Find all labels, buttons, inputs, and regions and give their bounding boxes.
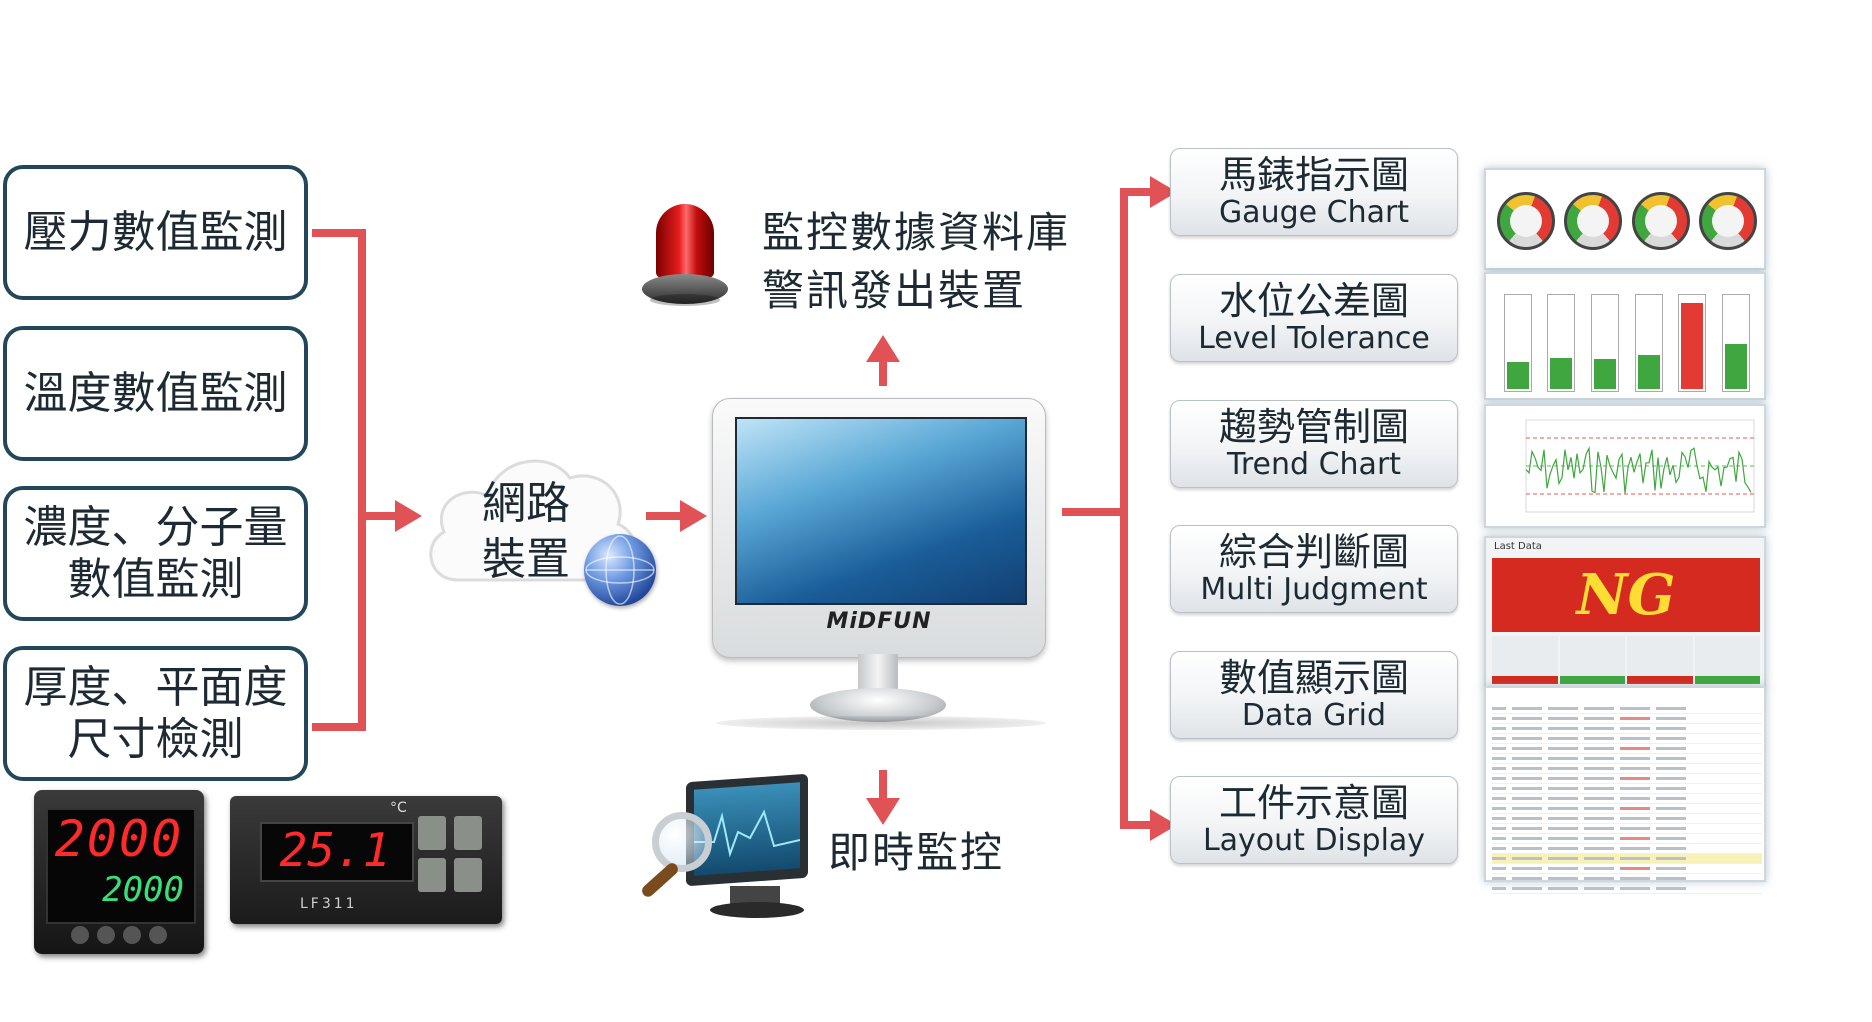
controller-display: 25.1	[279, 823, 391, 877]
monitor-base	[810, 688, 946, 722]
gauge-dial-icon	[1631, 192, 1690, 250]
controller-left: 2000 2000	[34, 790, 204, 954]
input-label: 壓力數值監測	[23, 206, 288, 258]
judgment-result: NG	[1576, 562, 1676, 628]
grid-row	[1492, 734, 1762, 744]
gauge-thumbnail	[1484, 168, 1766, 270]
network-label-1: 網路	[482, 478, 570, 529]
output-multi-judgment: 綜合判斷圖 Multi Judgment	[1170, 525, 1458, 613]
level-bar	[1634, 294, 1663, 392]
trend-series-line	[1525, 446, 1752, 494]
gauge-dial-icon	[1496, 192, 1555, 250]
output-label-zh: 工件示意圖	[1218, 781, 1409, 825]
grid-row	[1492, 884, 1762, 894]
input-label: 尺寸檢測	[67, 713, 244, 765]
grid-row	[1492, 874, 1762, 884]
input-box-thickness: 厚度、平面度 尺寸檢測	[3, 646, 308, 781]
gauge-dial-icon	[1564, 192, 1623, 250]
level-bar	[1678, 294, 1707, 392]
input-label: 數值監測	[67, 553, 244, 605]
grid-row	[1492, 744, 1762, 754]
output-label-en: Gauge Chart	[1218, 195, 1410, 230]
output-layout-display: 工件示意圖 Layout Display	[1170, 776, 1458, 864]
arrow-to-computer	[680, 500, 707, 532]
output-trend-chart: 趨勢管制圖 Trend Chart	[1170, 400, 1458, 488]
output-data-grid: 數值顯示圖 Data Grid	[1170, 651, 1458, 739]
input-box-temperature: 溫度數值監測	[3, 326, 308, 461]
monitor-stand	[858, 654, 898, 694]
output-label-en: Layout Display	[1202, 823, 1426, 858]
computer-monitor: MiDFUN	[712, 398, 1046, 658]
grid-row	[1492, 864, 1762, 874]
grid-row	[1492, 844, 1762, 854]
cloud-icon	[429, 459, 638, 582]
grid-row	[1492, 764, 1762, 774]
arrow-to-network	[395, 500, 422, 532]
globe-icon	[584, 534, 656, 606]
input-label: 厚度、平面度	[23, 661, 288, 713]
output-gauge-chart: 馬錶指示圖 Gauge Chart	[1170, 148, 1458, 236]
grid-thumbnail	[1484, 686, 1766, 894]
grid-row	[1492, 834, 1762, 844]
input-label: 濃度、分子量	[23, 501, 288, 553]
trend-thumbnail	[1484, 404, 1766, 528]
grid-row	[1492, 704, 1762, 714]
grid-row	[1492, 804, 1762, 814]
network-label-2: 裝置	[482, 534, 570, 585]
controller-right: 25.1 °C LF311	[230, 796, 502, 924]
grid-row	[1492, 794, 1762, 804]
input-box-pressure: 壓力數值監測	[3, 165, 308, 300]
judgment-thumbnail: Last Data NG	[1484, 536, 1766, 688]
grid-row	[1492, 714, 1762, 724]
output-label-en: Level Tolerance	[1198, 321, 1430, 356]
gauge-dial-icon	[1699, 192, 1758, 250]
output-label-en: Data Grid	[1241, 698, 1387, 733]
output-label-en: Trend Chart	[1226, 447, 1402, 482]
alarm-label-2: 警訊發出裝置	[762, 266, 1027, 315]
output-label-zh: 數值顯示圖	[1218, 656, 1409, 700]
output-level-tolerance: 水位公差圖 Level Tolerance	[1170, 274, 1458, 362]
level-bar	[1722, 294, 1751, 392]
level-bar	[1547, 294, 1576, 392]
controller-display-top: 2000	[54, 810, 184, 868]
arrow-to-layout	[1150, 809, 1177, 841]
grid-row	[1492, 774, 1762, 784]
controller-unit: °C	[390, 800, 407, 816]
monitor-brand: MiDFUN	[826, 609, 932, 634]
level-bar	[1503, 294, 1532, 392]
arrow-to-realtime	[866, 798, 900, 825]
grid-row	[1492, 814, 1762, 824]
controller-model: LF311	[300, 896, 358, 912]
grid-row	[1492, 754, 1762, 764]
magnifier-icon	[652, 812, 712, 872]
arrow-to-gauge	[1150, 176, 1177, 208]
realtime-label: 即時監控	[828, 828, 1005, 877]
alarm-light-icon	[642, 204, 732, 316]
input-box-concentration: 濃度、分子量 數值監測	[3, 486, 308, 621]
realtime-monitor-icon	[639, 773, 820, 938]
alarm-label-1: 監控數據資料庫	[762, 208, 1071, 257]
level-bar	[1591, 294, 1620, 392]
grid-row	[1492, 854, 1762, 864]
grid-row	[1492, 784, 1762, 794]
grid-row	[1492, 824, 1762, 834]
output-label-zh: 綜合判斷圖	[1218, 530, 1409, 574]
output-label-en: Multi Judgment	[1200, 572, 1428, 607]
judgment-banner: NG	[1492, 558, 1760, 632]
level-thumbnail	[1484, 272, 1766, 400]
judgment-title: Last Data	[1494, 541, 1542, 552]
input-label: 溫度數值監測	[23, 367, 288, 419]
monitor-screen	[735, 417, 1027, 605]
arrow-to-alarm	[866, 335, 900, 362]
controller-display-bottom: 2000	[102, 870, 184, 910]
grid-row	[1492, 724, 1762, 734]
output-label-zh: 水位公差圖	[1218, 279, 1409, 323]
output-label-zh: 趨勢管制圖	[1218, 405, 1409, 449]
output-label-zh: 馬錶指示圖	[1218, 153, 1409, 197]
